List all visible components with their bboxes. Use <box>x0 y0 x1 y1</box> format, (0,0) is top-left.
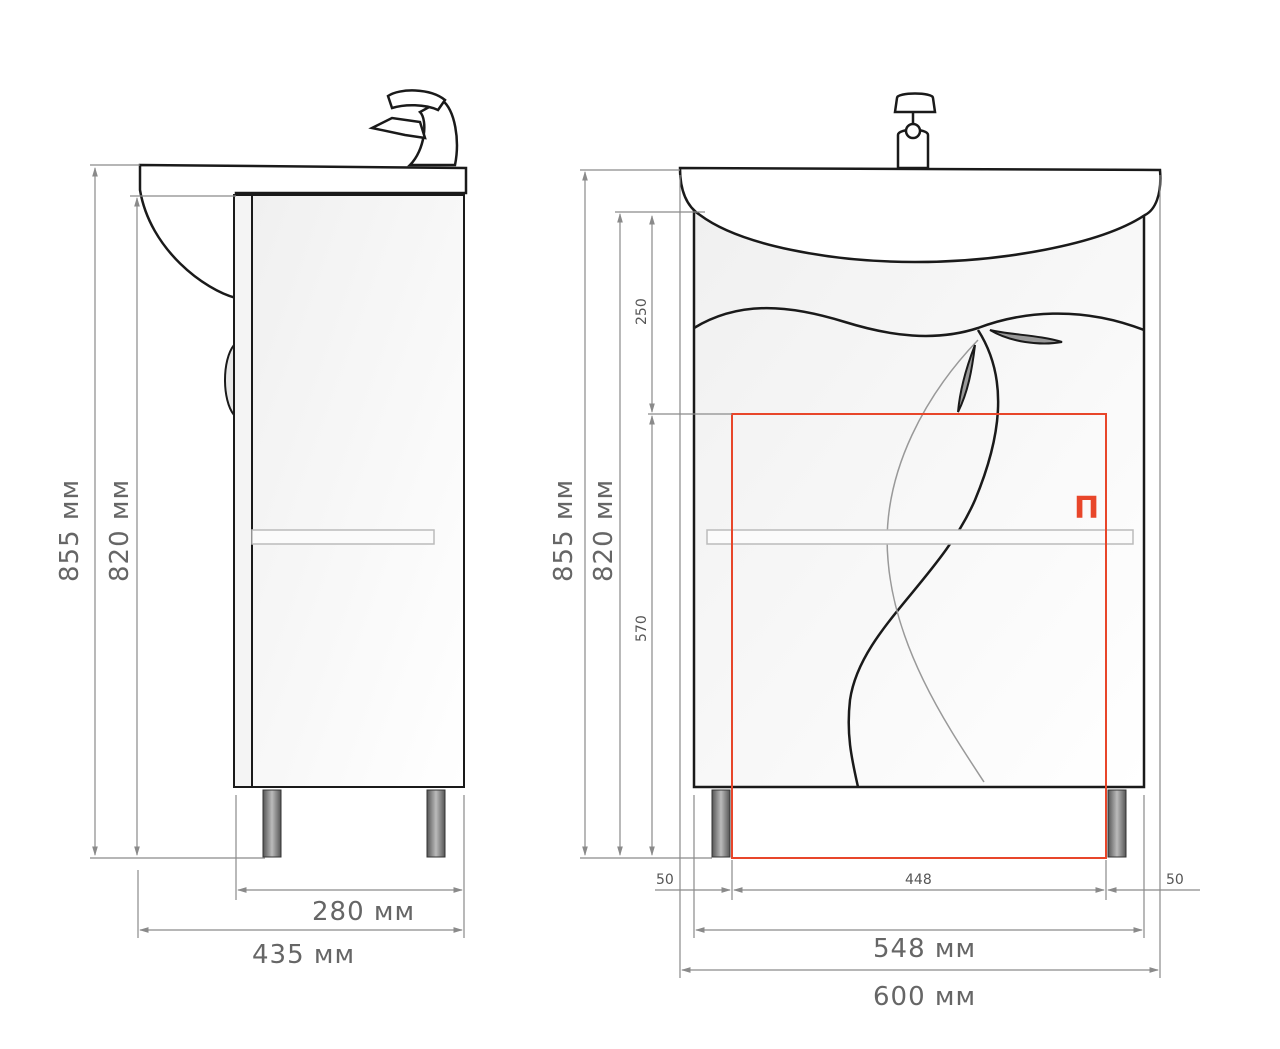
side-leg-left <box>262 789 282 858</box>
front-decor-curve-light <box>886 339 985 783</box>
front-total-height-label: 855 мм <box>549 479 579 582</box>
front-decor-leaf-2 <box>957 344 976 413</box>
siphon-opening-outline <box>731 413 1107 859</box>
side-total-depth-label: 435 мм <box>252 940 355 970</box>
front-decor-leaf-1 <box>989 329 1063 345</box>
front-leg-left <box>711 789 731 858</box>
front-decor-curve-dark <box>847 329 1000 788</box>
side-total-height-label: 855 мм <box>55 479 85 582</box>
front-right-offset-label: 50 <box>1166 872 1184 888</box>
side-view: 855 мм 820 мм 280 мм 435 мм <box>55 89 468 970</box>
front-lower-section-label: 570 <box>634 615 650 642</box>
front-door-wave <box>693 306 1145 338</box>
front-opening-width-label: 448 <box>905 872 932 888</box>
side-leg-right <box>426 789 446 858</box>
front-dimension-lines <box>580 169 1200 978</box>
side-cabinet-depth-label: 280 мм <box>312 897 415 927</box>
front-view: П 855 мм 820 мм 250 570 <box>549 92 1200 1012</box>
side-cabinet-body <box>251 194 465 788</box>
front-upper-section-label: 250 <box>634 298 650 325</box>
side-body-height-label: 820 мм <box>105 479 135 582</box>
front-cabinet-body <box>692 198 1146 789</box>
front-handle-bar <box>706 529 1134 545</box>
siphon-opening-marker: П <box>1074 491 1099 526</box>
side-handle-bar <box>251 529 435 545</box>
side-door-handle <box>224 342 235 418</box>
front-body-height-label: 820 мм <box>589 479 619 582</box>
side-cabinet-back <box>233 194 253 788</box>
front-total-width-label: 600 мм <box>873 982 976 1012</box>
front-left-offset-label: 50 <box>656 872 674 888</box>
front-sink <box>678 166 1162 264</box>
front-cabinet-width-label: 548 мм <box>873 934 976 964</box>
side-faucet <box>368 89 459 167</box>
front-faucet <box>893 92 937 170</box>
side-dimension-lines <box>90 164 465 938</box>
front-leg-right <box>1107 789 1127 858</box>
